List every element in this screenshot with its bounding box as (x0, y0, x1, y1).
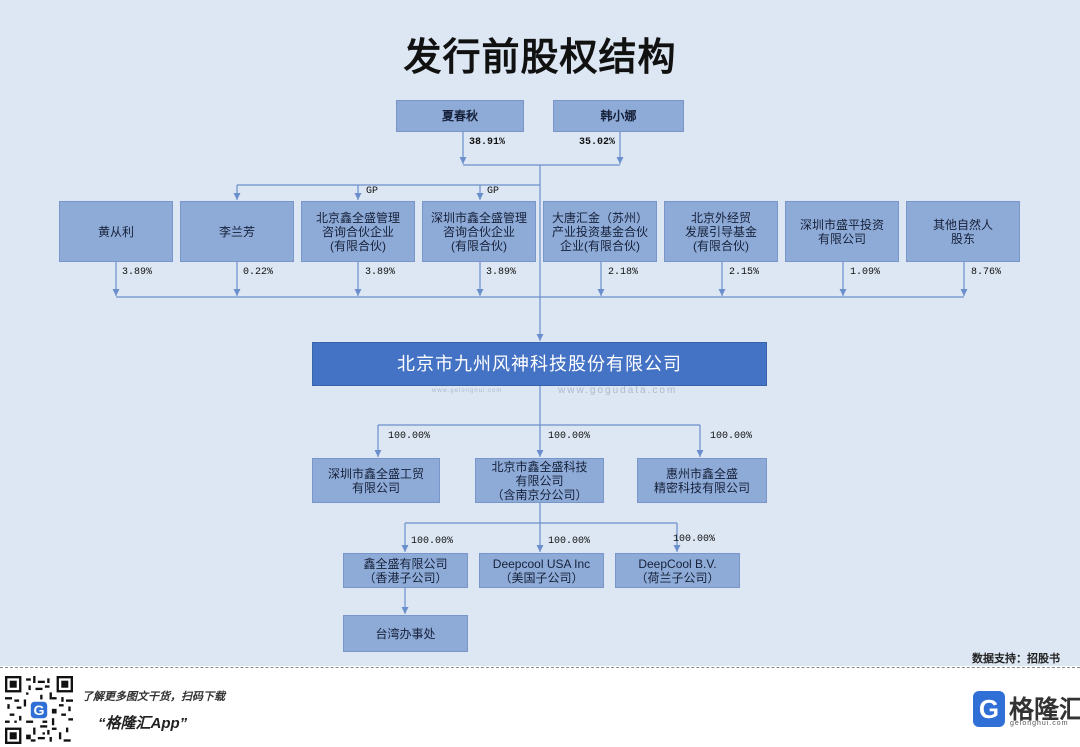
page-title: 发行前股权结构 (403, 37, 677, 79)
ownership-percent: 100.00% (548, 431, 591, 442)
shareholder-box: 其他自然人 股东 (906, 201, 1020, 262)
gelonghui-logo-text: 格隆汇 (1009, 696, 1080, 724)
app-name-text: “格隆汇App” (98, 715, 188, 732)
shareholder-box: 黄从利 (59, 201, 173, 262)
shareholder-box: 北京外经贸 发展引导基金 (有限合伙) (664, 201, 778, 262)
ownership-percent: 100.00% (710, 431, 753, 442)
gelonghui-logo-domain: gelonghui.com (1010, 720, 1069, 727)
overseas-subsidiary-box: Deepcool USA Inc （美国子公司） (479, 553, 604, 588)
ownership-percent: 3.89% (486, 267, 517, 278)
shareholder-box: 深圳市鑫全盛管理 咨询合伙企业 (有限合伙) (422, 201, 536, 262)
shareholder-box-xia-chunqiu: 夏春秋 (396, 100, 524, 132)
branch-office-box: 台湾办事处 (343, 615, 468, 652)
ownership-percent: 0.22% (243, 267, 274, 278)
ownership-percent: 3.89% (122, 267, 153, 278)
gelonghui-logo-icon: G (973, 691, 1005, 727)
shareholder-box: 大唐汇金（苏州） 产业投资基金合伙 企业(有限合伙) (543, 201, 657, 262)
footer-bar (0, 666, 1080, 747)
ownership-percent: 2.18% (608, 267, 639, 278)
overseas-subsidiary-box: DeepCool B.V. （荷兰子公司） (615, 553, 740, 588)
connector-lines (112, 132, 968, 614)
shareholder-box: 深圳市盛平投资 有限公司 (785, 201, 899, 262)
watermark-text: www.gelonghui.com (432, 388, 503, 394)
ownership-percent: 38.91% (469, 137, 506, 148)
subsidiary-box: 北京市鑫全盛科技 有限公司 （含南京分公司） (475, 458, 604, 503)
watermark-text: www.gogudata.com (558, 385, 678, 396)
data-source-note: 数据支持：招股书 (972, 653, 1060, 665)
gp-label: GP (366, 186, 379, 197)
ownership-percent: 3.89% (365, 267, 396, 278)
qr-code-icon[interactable]: G (5, 676, 73, 744)
subsidiary-box: 惠州市鑫全盛 精密科技有限公司 (637, 458, 767, 503)
download-prompt-text: 了解更多图文干货，扫码下载 (82, 691, 225, 703)
shareholder-box: 李兰芳 (180, 201, 294, 262)
qr-logo-mark: G (34, 702, 45, 718)
subsidiary-box: 深圳市鑫全盛工贸 有限公司 (312, 458, 440, 503)
footer-divider (0, 667, 1080, 668)
shareholder-box: 北京鑫全盛管理 咨询合伙企业 (有限合伙) (301, 201, 415, 262)
shareholder-box-han-xiaona: 韩小娜 (553, 100, 684, 132)
ownership-percent: 1.09% (850, 267, 881, 278)
overseas-subsidiary-box: 鑫全盛有限公司 （香港子公司） (343, 553, 468, 588)
ownership-percent: 35.02% (579, 137, 616, 148)
ownership-percent: 2.15% (729, 267, 760, 278)
ownership-percent: 8.76% (971, 267, 1002, 278)
gp-label: GP (487, 186, 500, 197)
ownership-percent: 100.00% (548, 536, 591, 547)
ownership-percent: 100.00% (673, 534, 716, 545)
issuer-company-box: 北京市九州风神科技股份有限公司 (312, 342, 767, 386)
ownership-percent: 100.00% (411, 536, 454, 547)
ownership-percent: 100.00% (388, 431, 431, 442)
